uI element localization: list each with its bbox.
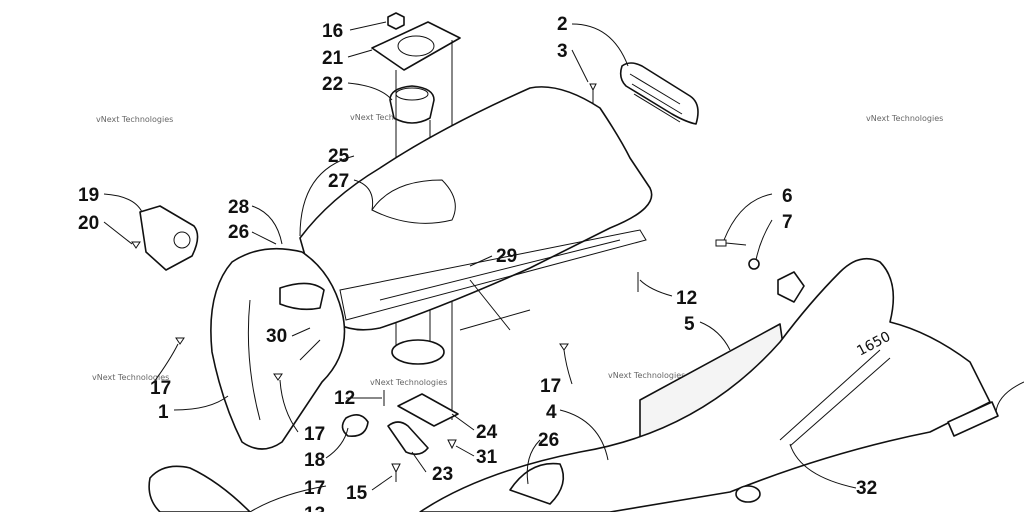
callout-6: 6 bbox=[782, 186, 793, 207]
part-lower-left-fender bbox=[148, 465, 251, 512]
part-4-stripe bbox=[779, 349, 891, 447]
part-21-hole bbox=[397, 35, 435, 57]
callout-12: 12 bbox=[676, 288, 697, 309]
part-29-floor bbox=[339, 229, 647, 321]
watermark: vNext Technologies bbox=[96, 115, 173, 124]
callout-2: 2 bbox=[557, 14, 568, 35]
callout-30: 30 bbox=[266, 326, 287, 347]
callout-25: 25 bbox=[328, 146, 350, 167]
part-26-ring bbox=[735, 485, 761, 503]
callout-16: 16 bbox=[322, 21, 343, 42]
callout-15: 15 bbox=[346, 483, 368, 504]
callout-17: 17 bbox=[150, 378, 171, 399]
part-29-rib bbox=[379, 239, 621, 331]
part-21-plate bbox=[371, 21, 461, 71]
part-24-plate bbox=[397, 393, 459, 427]
callout-5: 5 bbox=[684, 314, 695, 335]
part-hood-opening bbox=[391, 339, 445, 365]
callout-27: 27 bbox=[328, 171, 349, 192]
callout-22: 22 bbox=[322, 74, 343, 95]
part-17-screw bbox=[175, 337, 185, 345]
callout-19: 19 bbox=[78, 185, 99, 206]
callout-28: 28 bbox=[228, 197, 249, 218]
part-6-bolt bbox=[715, 239, 747, 247]
part-4-body bbox=[419, 257, 991, 512]
watermark: vNext Technologies bbox=[866, 114, 943, 123]
callout-31: 31 bbox=[476, 447, 498, 468]
watermark-layer: vNext Technologies vNext Technologies vN… bbox=[92, 113, 943, 387]
leader-lines bbox=[103, 21, 1024, 512]
callout-12: 12 bbox=[334, 388, 355, 409]
callout-17: 17 bbox=[304, 478, 325, 499]
watermark: vNext Technologies bbox=[92, 373, 169, 382]
watermark: vNext Technologies bbox=[350, 113, 427, 122]
part-27-liner bbox=[371, 179, 456, 224]
callout-7: 7 bbox=[782, 212, 793, 233]
watermark: vNext Technologies bbox=[608, 371, 685, 380]
callout-29: 29 bbox=[496, 246, 517, 267]
callouts: 16 21 22 2 3 25 27 19 20 28 26 29 6 7 12… bbox=[78, 14, 877, 512]
part-7-grommet bbox=[777, 271, 805, 303]
callout-17: 17 bbox=[540, 376, 561, 397]
part-30-vent bbox=[279, 282, 325, 311]
callout-23: 23 bbox=[432, 464, 453, 485]
callout-17: 17 bbox=[304, 424, 325, 445]
part-19-boot bbox=[139, 205, 199, 271]
callout-4: 4 bbox=[546, 402, 557, 423]
callout-32: 32 bbox=[856, 478, 877, 499]
callout-1: 1 bbox=[158, 402, 169, 423]
part-25-hood bbox=[299, 86, 653, 331]
exploded-parts: 1650 bbox=[131, 12, 999, 512]
part-1-detail bbox=[247, 299, 321, 421]
part-16-nut bbox=[387, 12, 405, 30]
callout-18: 18 bbox=[304, 450, 325, 471]
part-31-screw bbox=[447, 439, 457, 450]
part-2-vent-slats bbox=[629, 73, 683, 123]
part-tag bbox=[947, 401, 999, 437]
callout-3: 3 bbox=[557, 41, 568, 62]
part-15-screw bbox=[391, 463, 401, 482]
callout-26: 26 bbox=[538, 430, 559, 451]
part-7-washer bbox=[748, 258, 760, 270]
part-18-clip bbox=[341, 414, 369, 438]
callout-26: 26 bbox=[228, 222, 249, 243]
part-2-vent bbox=[619, 62, 699, 125]
part-19-hole bbox=[173, 231, 191, 249]
part-26-bracket bbox=[509, 462, 565, 505]
callout-24: 24 bbox=[476, 422, 498, 443]
part-17-screw bbox=[273, 373, 283, 381]
part-1-side-panel bbox=[210, 247, 346, 450]
callout-20: 20 bbox=[78, 213, 99, 234]
callout-13: 13 bbox=[304, 504, 325, 512]
part-23-bracket bbox=[387, 421, 429, 456]
callout-21: 21 bbox=[322, 48, 344, 69]
part-22-boot bbox=[389, 85, 435, 124]
watermark: vNext Technologies bbox=[370, 378, 447, 387]
part-20-screw bbox=[131, 241, 141, 249]
part-17-screw bbox=[559, 343, 569, 351]
